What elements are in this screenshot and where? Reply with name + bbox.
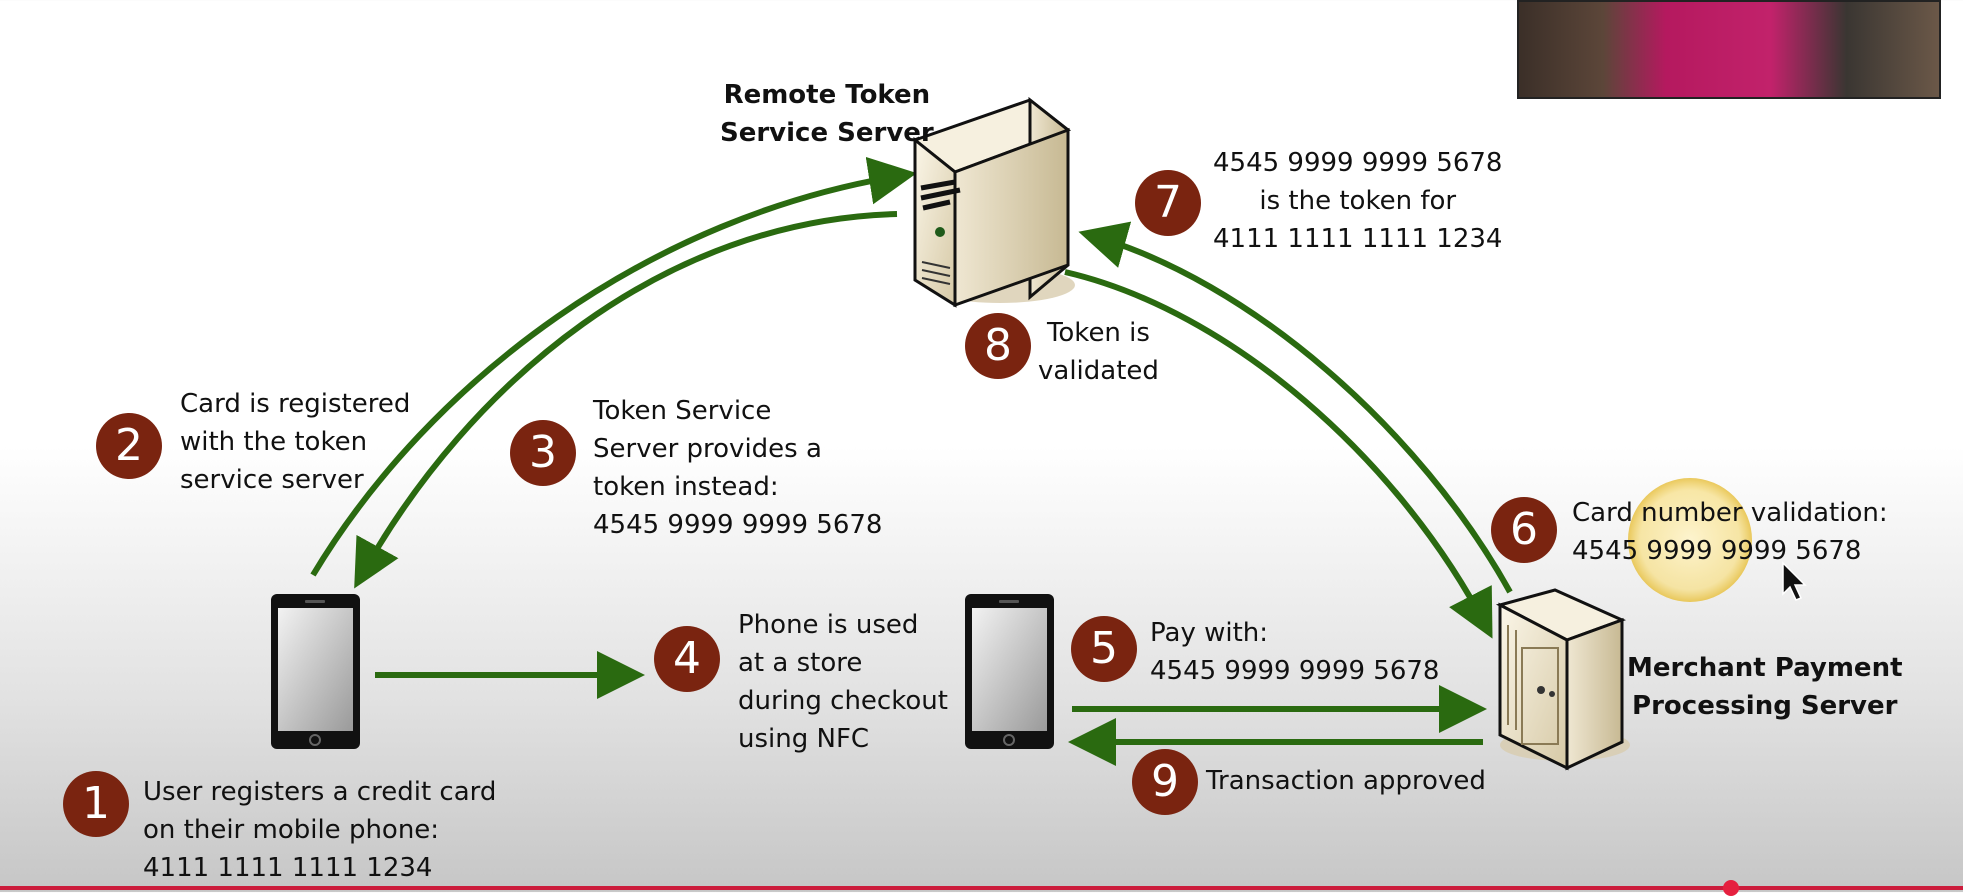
step-badge-4: 4 xyxy=(654,626,720,692)
video-progress-bar[interactable] xyxy=(0,886,1963,890)
mobile-phone-icon xyxy=(271,594,360,749)
token-server-label: Remote Token Service Server xyxy=(720,80,934,148)
arrow-token-server-to-phone xyxy=(354,211,898,589)
step-badge-5: 5 xyxy=(1071,616,1137,682)
step-3-text: Token Service Server provides a token in… xyxy=(593,396,883,540)
mouse-pointer-icon xyxy=(1782,561,1807,601)
flow-arrows xyxy=(310,156,1513,766)
server-cabinet-icon xyxy=(1495,588,1630,771)
merchant-server-label: Merchant Payment Processing Server xyxy=(1627,653,1903,721)
arrow-token-server-to-merchant xyxy=(1064,269,1493,639)
arrow-merchant-to-token-server xyxy=(1078,221,1513,594)
step-9-text: Transaction approved xyxy=(1206,766,1486,796)
step-2-text: Card is registered with the token servic… xyxy=(180,389,411,495)
mobile-phone-icon xyxy=(965,594,1054,749)
step-badge-2: 2 xyxy=(96,413,162,479)
step-badge-3: 3 xyxy=(510,420,576,486)
presenter-video-thumbnail xyxy=(1517,0,1941,99)
step-badge-7: 7 xyxy=(1135,170,1201,236)
step-4-text: Phone is used at a store during checkout… xyxy=(738,610,948,754)
step-1-text: User registers a credit card on their mo… xyxy=(143,777,497,883)
step-7-text: 4545 9999 9999 5678 is the token for 411… xyxy=(1213,148,1503,254)
step-8-text: Token is validated xyxy=(1038,318,1159,386)
step-badge-6: 6 xyxy=(1491,497,1557,563)
step-6-text: Card number validation: 4545 9999 9999 5… xyxy=(1572,498,1888,566)
video-progress-handle[interactable] xyxy=(1723,880,1739,896)
step-5-text: Pay with: 4545 9999 9999 5678 xyxy=(1150,618,1440,686)
step-badge-1: 1 xyxy=(63,771,129,837)
step-badge-8: 8 xyxy=(965,313,1031,379)
arrow-phone-to-token-server xyxy=(310,156,917,577)
step-badge-9: 9 xyxy=(1132,749,1198,815)
server-tower-icon xyxy=(911,96,1075,308)
cursor-highlight xyxy=(1628,478,1807,602)
